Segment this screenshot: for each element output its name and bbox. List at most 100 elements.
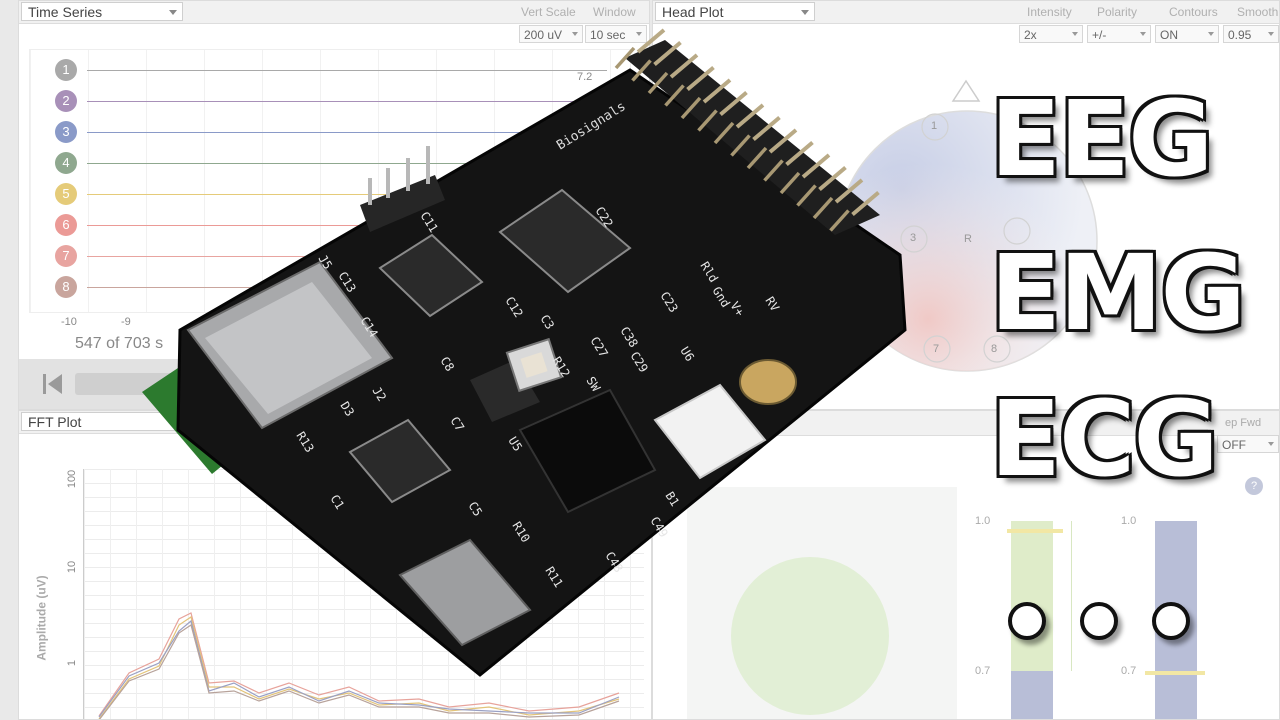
header-pin (763, 159, 784, 182)
contours-label: Contours (1169, 5, 1218, 19)
head-nose (951, 79, 981, 102)
chevron-down-icon (636, 32, 642, 36)
overlay-word-emg: EMG (990, 232, 1246, 354)
channel-badge-5[interactable]: 5 (55, 183, 77, 205)
chevron-down-icon (1268, 442, 1274, 446)
channel-badge-4[interactable]: 4 (55, 152, 77, 174)
head-plot-widget-select[interactable]: Head Plot (655, 2, 815, 21)
channel-badge-8[interactable]: 8 (55, 276, 77, 298)
usb-c-port (398, 538, 532, 647)
band-toggle-value: OFF (1222, 438, 1246, 452)
silkscreen-label: C7 (447, 414, 467, 434)
header-pin (779, 171, 801, 195)
band-header-label: ep Fwd (1225, 417, 1262, 429)
header-pin (680, 96, 702, 120)
overlay-ellipsis (1000, 586, 1200, 646)
playback-status: 547 of 703 s (75, 335, 164, 352)
channel-badge-2[interactable]: 2 (55, 90, 77, 112)
header-pin (812, 196, 834, 220)
header-pin (752, 115, 781, 142)
ellipsis-dot (1080, 602, 1118, 640)
channel-badge-3[interactable]: 3 (55, 121, 77, 143)
small-header (360, 175, 445, 232)
silkscreen-label: C5 (465, 499, 485, 519)
silkscreen-label: U6 (677, 344, 697, 364)
electrolytic-capacitor (739, 359, 797, 405)
silkscreen-label: J2 (369, 384, 389, 404)
header-pin (653, 40, 682, 67)
channel-trace (87, 225, 607, 226)
band-toggle-select[interactable]: OFF (1217, 435, 1279, 453)
header-pin (796, 184, 817, 207)
channel-trace (87, 163, 607, 164)
window-select[interactable]: 10 sec (585, 25, 647, 43)
channel-trace (87, 194, 607, 195)
window-label: Window (593, 5, 636, 19)
meter-left-bottom-tick: 0.7 (975, 665, 991, 677)
ellipsis-dot (1008, 602, 1046, 640)
header-pin (669, 53, 699, 79)
fft-traces (98, 612, 620, 719)
channel-badge-1[interactable]: 1 (55, 59, 77, 81)
channel-trace (87, 132, 607, 133)
header-pin (746, 146, 768, 170)
silkscreen-label: C1 (327, 492, 347, 512)
channel-trace (87, 70, 607, 71)
electrode-label: 3 (910, 232, 917, 244)
intensity-select[interactable]: 2x (1019, 25, 1083, 43)
electrode-marker (1003, 217, 1031, 245)
vert-scale-select[interactable]: 200 uV (519, 25, 583, 43)
chevron-down-icon (1072, 32, 1078, 36)
polarity-value: +/- (1092, 28, 1107, 42)
electrode-label: R (964, 233, 972, 245)
meter-left-top-tick: 1.0 (975, 515, 991, 527)
chevron-down-icon (572, 32, 578, 36)
time-series-title: Time Series (28, 4, 103, 20)
right-axis-value: 7.2 (577, 71, 593, 83)
intensity-value: 2x (1024, 28, 1037, 42)
header-pin (785, 140, 814, 167)
chevron-down-icon (169, 10, 177, 15)
amp-chip (348, 418, 452, 504)
intensity-label: Intensity (1027, 5, 1072, 19)
contours-select[interactable]: ON (1155, 25, 1219, 43)
header-pin (719, 90, 748, 117)
polarity-select[interactable]: +/- (1087, 25, 1151, 43)
meter-right-top-tick: 1.0 (1121, 515, 1137, 527)
header-pin (697, 109, 718, 132)
silkscreen-label: V+ (727, 299, 747, 319)
time-series-header: Time Series Vert Scale Window (19, 1, 649, 24)
contours-value: ON (1160, 28, 1178, 42)
ellipsis-dot (1152, 602, 1190, 640)
info-button[interactable]: ? (1245, 477, 1263, 495)
header-pin (735, 103, 765, 129)
switch-module (518, 388, 657, 514)
smooth-value: 0.95 (1228, 28, 1252, 42)
channel-badge-6[interactable]: 6 (55, 214, 77, 236)
electrode-label: 7 (933, 343, 940, 355)
header-pin (686, 65, 715, 92)
x-tick-label: -10 (61, 316, 77, 328)
fft-widget-select[interactable]: FFT Plot (21, 412, 183, 431)
overlay-word-eeg: EEG (990, 78, 1213, 200)
smooth-select[interactable]: 0.95 (1223, 25, 1279, 43)
time-series-widget-select[interactable]: Time Series (21, 2, 183, 21)
header-pin (636, 28, 666, 54)
header-pin (818, 165, 847, 192)
header-pin (664, 84, 685, 107)
skip-back-button[interactable] (41, 372, 67, 398)
mcu-chip (498, 188, 632, 294)
overlay-word-ecg: ECG (990, 378, 1219, 500)
info-icon: ? (1250, 480, 1258, 492)
head-plot-header: Head Plot Intensity Polarity Contours Sm… (653, 1, 1279, 24)
silkscreen-label: RV (762, 294, 782, 314)
head-plot-title: Head Plot (662, 4, 724, 20)
vert-scale-value: 200 uV (524, 28, 563, 42)
silkscreen-label: U5 (505, 434, 525, 454)
channel-badge-7[interactable]: 7 (55, 245, 77, 267)
header-pin (851, 190, 880, 217)
electrode-marker (900, 225, 928, 253)
header-pin (834, 178, 864, 204)
silkscreen-label: J5 (315, 252, 335, 272)
